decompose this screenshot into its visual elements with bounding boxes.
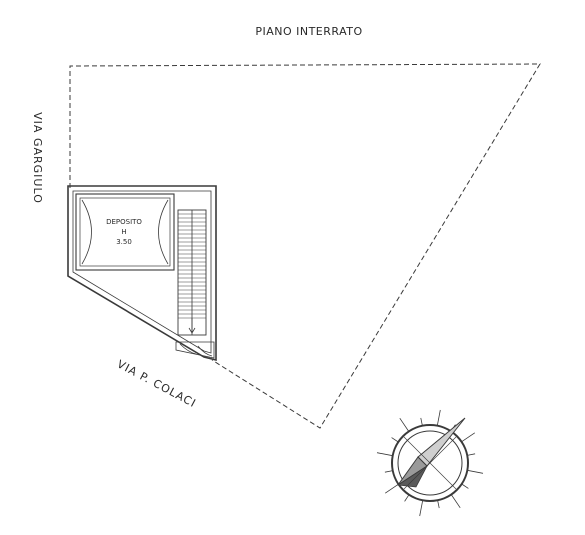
deposito-room xyxy=(75,193,175,271)
lot-boundary xyxy=(69,63,541,429)
street-label-left: VIA GARGIULO xyxy=(31,112,44,204)
page-title: PIANO INTERRATO xyxy=(255,25,362,38)
room-height-value: 3.50 xyxy=(116,238,132,246)
stairs-icon xyxy=(175,209,215,359)
street-label-bottom: VIA P. COLACI xyxy=(115,358,199,411)
north-arrow-icon xyxy=(376,409,484,517)
room-height-label: H xyxy=(121,228,126,236)
building-outline xyxy=(67,185,217,362)
room-name: DEPOSITO xyxy=(106,218,142,226)
